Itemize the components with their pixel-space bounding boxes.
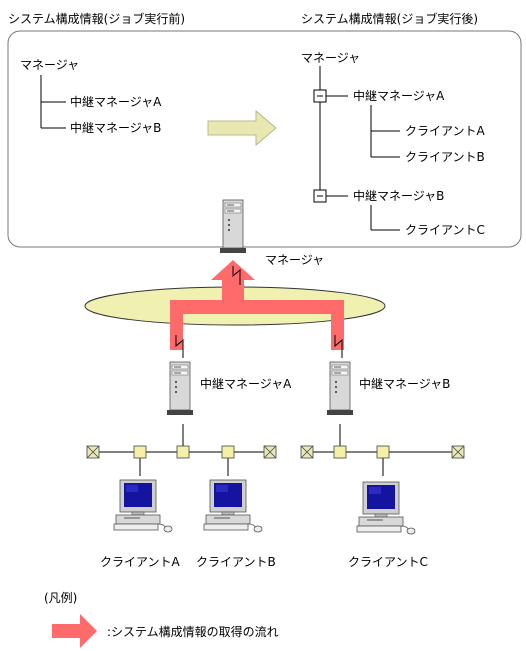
client-b-label: クライアントB	[196, 555, 276, 569]
hub-node-icon	[333, 445, 347, 459]
terminator-icon	[300, 445, 314, 459]
server-icon[interactable]	[166, 361, 194, 416]
client-a-label: クライアントA	[100, 555, 180, 569]
before-relay-a-label: 中継マネージャA	[70, 95, 162, 109]
transition-arrow	[207, 109, 277, 147]
system-info-frame	[7, 30, 522, 248]
client-pc-icon[interactable]	[356, 481, 416, 535]
relay-a-label: 中継マネージャA	[200, 377, 292, 391]
legend-arrow-label: :システム構成情報の取得の流れ	[107, 625, 279, 639]
legend-title: (凡例)	[44, 591, 78, 605]
collapse-box-icon[interactable]	[313, 89, 327, 103]
after-relay-b-label: 中継マネージャB	[353, 189, 445, 203]
server-icon[interactable]	[326, 361, 354, 416]
before-root-label: マネージャ	[20, 58, 80, 72]
before-relay-b-label: 中継マネージャB	[70, 121, 162, 135]
after-client-b-label: クライアントB	[405, 150, 485, 164]
terminator-icon	[451, 445, 465, 459]
relay-b-label: 中継マネージャB	[359, 377, 451, 391]
connection-marks	[175, 266, 343, 358]
legend-arrow	[52, 614, 97, 648]
after-client-a-label: クライアントA	[405, 124, 485, 138]
hub-node-icon	[376, 445, 390, 459]
after-tree-lines	[319, 66, 400, 231]
client-c-label: クライアントC	[348, 555, 428, 569]
after-root-label: マネージャ	[301, 51, 361, 65]
after-client-c-label: クライアントC	[405, 223, 485, 237]
terminator-icon	[86, 445, 100, 459]
after-title: システム構成情報(ジョブ実行後)	[301, 12, 479, 26]
terminator-icon	[263, 445, 277, 459]
hub-node-icon	[133, 445, 147, 459]
client-pc-icon[interactable]	[113, 479, 173, 533]
manager-label: マネージャ	[265, 253, 325, 267]
flow-arrow	[170, 260, 344, 350]
hub-node-icon	[221, 445, 235, 459]
before-tree-lines	[40, 75, 66, 129]
collapse-box-icon[interactable]	[313, 189, 327, 203]
hub-node-icon	[176, 445, 190, 459]
server-icon[interactable]	[219, 199, 247, 254]
before-title: システム構成情報(ジョブ実行前)	[8, 12, 186, 26]
client-pc-icon[interactable]	[203, 479, 263, 533]
after-relay-a-label: 中継マネージャA	[353, 89, 445, 103]
